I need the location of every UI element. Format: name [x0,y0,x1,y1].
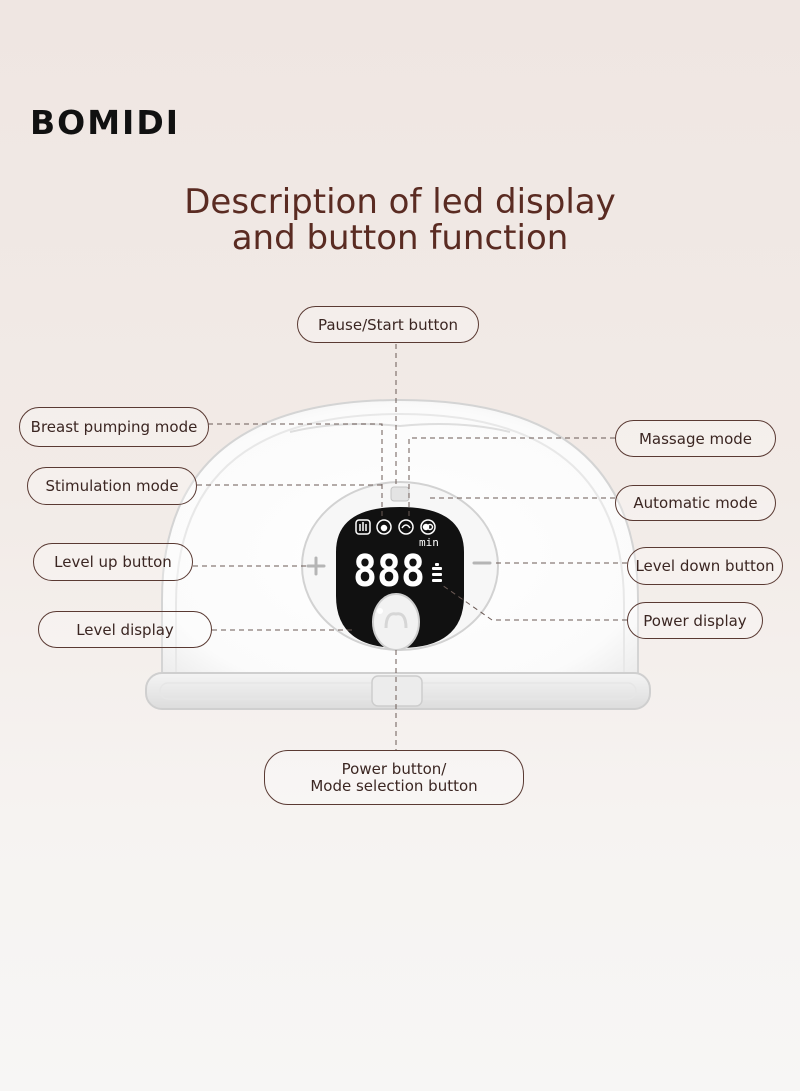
automatic-mode-label: Automatic mode [615,485,776,521]
massage-mode-label: Massage mode [615,420,776,457]
stimulation-mode-label: Stimulation mode [27,467,197,505]
dome-top-slot [289,423,511,433]
brand-logo: BOMIDI [30,103,180,142]
lcd-screen [336,507,464,648]
page-title-line-1: Description of led display [184,182,616,222]
leader-power-display [441,584,627,621]
level-up-label: Level up button [33,543,193,581]
power-led [377,608,383,614]
power-button-glyph [384,612,408,629]
pause-start-label: Pause/Start button [297,306,479,343]
massage-mode-icon [398,519,414,535]
pause-start-key [390,486,410,502]
page-title-line-2: and button function [231,218,569,258]
stimulation-mode-icon [376,519,392,535]
power-display-label: Power display [627,602,763,639]
dome-inner-rim [175,412,625,682]
power-mode-button [372,593,420,651]
leader-breast-pumping [208,423,383,518]
plus-icon [306,556,326,576]
power-mode-label: Power button/ Mode selection button [264,750,524,805]
power-mode-label-line-1: Power button/ [341,759,447,778]
power-mode-label-line-2: Mode selection button [310,776,478,795]
power-display-icon [432,563,442,582]
base-notch [371,675,423,707]
breast-pumping-mode-label: Breast pumping mode [19,407,209,447]
breast-pumping-mode-icon [355,519,371,535]
lcd-digits: 888 [353,546,425,597]
automatic-mode-icon [420,519,436,535]
level-down-label: Level down button [627,547,783,585]
lcd-unit: min [419,536,439,549]
level-display-label: Level display [38,611,212,648]
